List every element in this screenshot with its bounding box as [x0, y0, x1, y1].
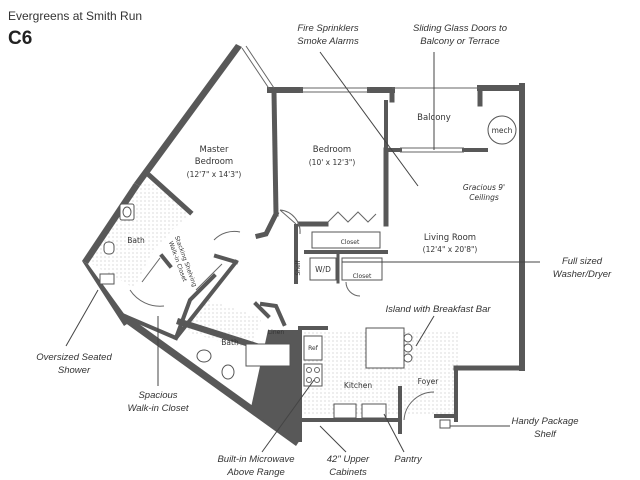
shelf-label: Shelf — [295, 260, 302, 276]
bedroom-label: Bedroom — [313, 145, 351, 155]
callout-cabinets-2: Cabinets — [329, 467, 367, 478]
pantry — [361, 403, 387, 419]
ref-label: Ref — [308, 345, 319, 352]
hall-tub — [245, 343, 291, 367]
refrigerator — [303, 335, 323, 361]
callout-washer-1: Full sized — [562, 256, 603, 267]
entry-door — [403, 391, 435, 421]
hall-closet-label: Closet — [353, 273, 372, 280]
tile-floors — [88, 178, 460, 414]
bedroom-closet — [311, 231, 381, 249]
callout-shower-2: Shower — [58, 365, 91, 376]
wd-label: W/D — [315, 265, 331, 274]
callout-leaders — [65, 51, 540, 453]
bedroom-dim: (10' x 12'3") — [309, 158, 356, 167]
master-label-1: Master — [199, 145, 229, 155]
unit-code: C6 — [8, 28, 33, 49]
callout-island: Island with Breakfast Bar — [385, 304, 491, 315]
callout-washer-2: Washer/Dryer — [553, 269, 612, 280]
master-shower-seat — [99, 273, 115, 285]
bedroom-door — [279, 209, 301, 235]
exterior-wall-lower — [82, 261, 130, 326]
callout-sprinklers-2: Smoke Alarms — [297, 36, 359, 47]
living-label: Living Room — [424, 233, 476, 243]
master-dim: (12'7" x 14'3") — [187, 170, 242, 179]
mech-unit — [487, 115, 517, 145]
callout-sliding-2: Balcony or Terrace — [420, 36, 499, 47]
property-name: Evergreens at Smith Run — [8, 9, 143, 23]
callout-sliding-1: Sliding Glass Doors to — [413, 23, 507, 34]
exterior-wall-hall-bath — [176, 318, 260, 350]
hall-closet — [341, 257, 383, 281]
doors — [129, 209, 435, 421]
washer-dryer — [309, 257, 337, 281]
island — [365, 327, 405, 369]
callout-microwave-2: Above Range — [226, 467, 285, 478]
ceilings-label-1: Gracious 9' — [463, 183, 505, 192]
wall-lines — [117, 83, 525, 442]
linen-label: Linen — [268, 329, 285, 336]
walkin-door — [129, 289, 165, 307]
walls — [82, 44, 300, 446]
exterior-wall-diagonal — [134, 44, 242, 186]
callout-sprinklers-1: Fire Sprinklers — [297, 23, 358, 34]
mech-label: mech — [492, 126, 513, 135]
master-toilet — [103, 241, 115, 255]
bedroom-closet-label: Closet — [341, 239, 360, 246]
master-label-2: Bedroom — [195, 157, 233, 167]
package-shelf — [439, 419, 451, 429]
foyer-label: Foyer — [418, 377, 440, 386]
callout-shower-1: Oversized Seated — [36, 352, 112, 363]
range — [303, 363, 323, 387]
living-dim: (12'4" x 20'8") — [423, 245, 478, 254]
callout-microwave-1: Built-in Microwave — [217, 454, 294, 465]
master-bath-label: Bath — [127, 236, 145, 245]
kitchen-label: Kitchen — [344, 381, 372, 390]
callout-package-1: Handy Package — [511, 416, 578, 427]
hall-bath-floor — [180, 300, 262, 350]
callout-closet-1: Spacious — [138, 390, 177, 401]
callout-cabinets-1: 42" Upper — [327, 454, 370, 465]
hall-sink — [196, 349, 212, 363]
master-door — [213, 230, 241, 241]
hall-bath-label: Bath — [221, 338, 239, 347]
callout-closet-2: Walk-in Closet — [127, 403, 188, 414]
fixtures — [99, 115, 517, 429]
callouts: Fire Sprinklers Smoke Alarms Sliding Gla… — [36, 23, 612, 478]
master-bath-floor — [88, 178, 190, 288]
hall-toilet — [221, 364, 235, 380]
callout-pantry: Pantry — [394, 454, 423, 465]
exterior-wall-bath — [82, 183, 140, 264]
kitchen-sink — [333, 403, 357, 419]
closet-bifold — [327, 211, 377, 223]
callout-package-2: Shelf — [534, 429, 557, 440]
ceilings-label-2: Ceilings — [469, 193, 499, 202]
wd-door — [345, 281, 361, 297]
windows — [241, 45, 480, 153]
